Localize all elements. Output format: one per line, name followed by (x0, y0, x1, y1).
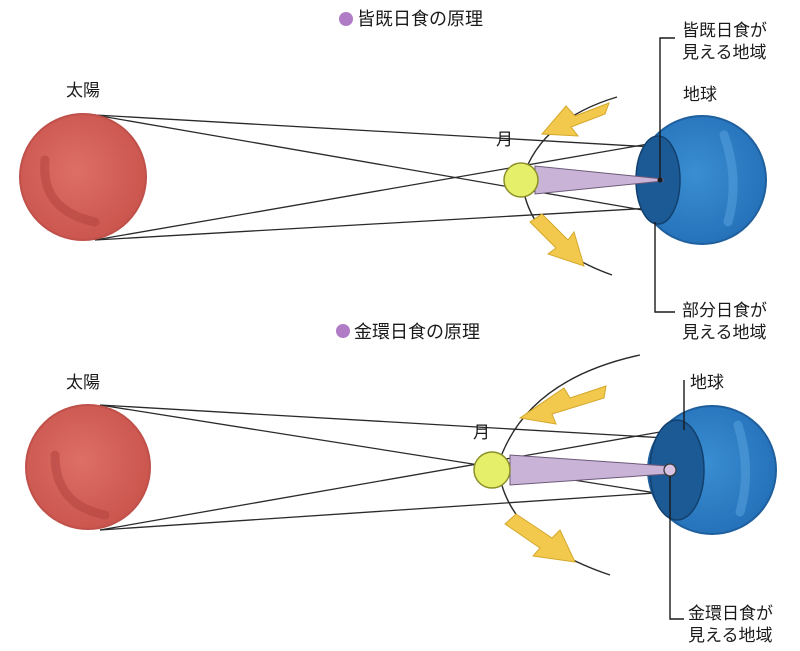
partial-region-label: 部分日食が (682, 301, 767, 321)
orbit-arrow-lower-icon (504, 513, 576, 563)
title-bullet-icon (339, 12, 353, 26)
annular-region-label-2: 見える地域 (688, 626, 773, 646)
earth-label: 地球 (690, 373, 724, 393)
annular-region-leader (669, 476, 684, 620)
earth-shading (733, 420, 750, 517)
sun-shading (50, 450, 110, 520)
total-region-leader (659, 37, 675, 180)
sun-label: 太陽 (66, 373, 100, 393)
annular-region-label: 金環日食が (688, 604, 773, 624)
title-bullet-icon (336, 324, 350, 338)
moon (473, 451, 511, 489)
orbit-arrow-upper-icon (518, 385, 607, 425)
sun-rays (94, 114, 706, 241)
sun-shading (40, 155, 100, 227)
total-region-label-2: 見える地域 (682, 43, 767, 63)
sun-rays (99, 404, 701, 531)
sun-label: 太陽 (66, 81, 100, 101)
earth-label: 地球 (683, 85, 717, 105)
moon-label: 月 (496, 130, 513, 150)
partial-region-leader (654, 222, 675, 313)
orbit-arrow-lower-icon (529, 213, 585, 267)
sun (19, 113, 147, 241)
annular-eclipse-panel: 金環日食の原理 太陽 地球 月 金環日食が 見える地域 (25, 322, 777, 646)
total-region-point (657, 177, 663, 183)
moon-label: 月 (473, 423, 490, 443)
annular-title: 金環日食の原理 (354, 322, 480, 343)
moon (503, 162, 539, 198)
antumbra-cone (509, 454, 669, 486)
sun (25, 404, 151, 530)
partial-region-label-2: 見える地域 (682, 323, 767, 343)
total-title: 皆既日食の原理 (357, 9, 483, 30)
orbit-arrow-upper-icon (540, 102, 610, 137)
annular-zone (663, 463, 677, 477)
total-eclipse-panel: 皆既日食の原理 太陽 地球 月 皆既日食が 見える地域 (19, 9, 767, 343)
total-region-label: 皆既日食が (682, 21, 767, 41)
earth-shading (719, 130, 738, 227)
